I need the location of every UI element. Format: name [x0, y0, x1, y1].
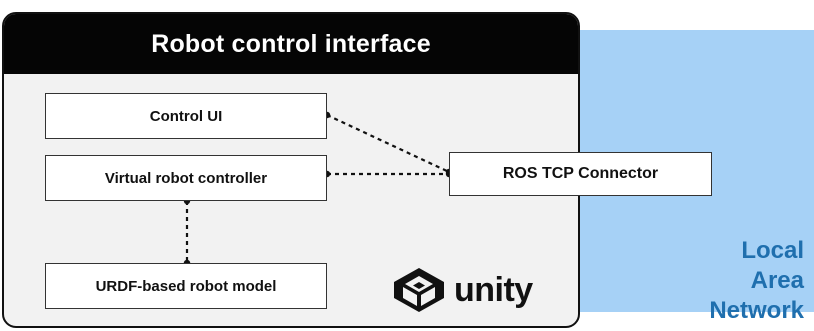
network-label-line1: Local [741, 237, 804, 264]
ros-tcp-connector-node: ROS TCP Connector [449, 152, 712, 196]
control-ui-node: Control UI [45, 93, 327, 139]
network-label: Local Area Network [664, 236, 804, 326]
network-label-line2: Area [750, 267, 804, 294]
unity-logo-icon [394, 268, 444, 312]
unity-logo: unity [392, 266, 533, 314]
urdf-robot-model-node: URDF-based robot model [45, 263, 327, 309]
network-label-line3: Network [709, 297, 804, 324]
panel-title: Robot control interface [4, 14, 578, 74]
unity-wordmark: unity [454, 271, 533, 309]
virtual-robot-controller-node: Virtual robot controller [45, 155, 327, 201]
